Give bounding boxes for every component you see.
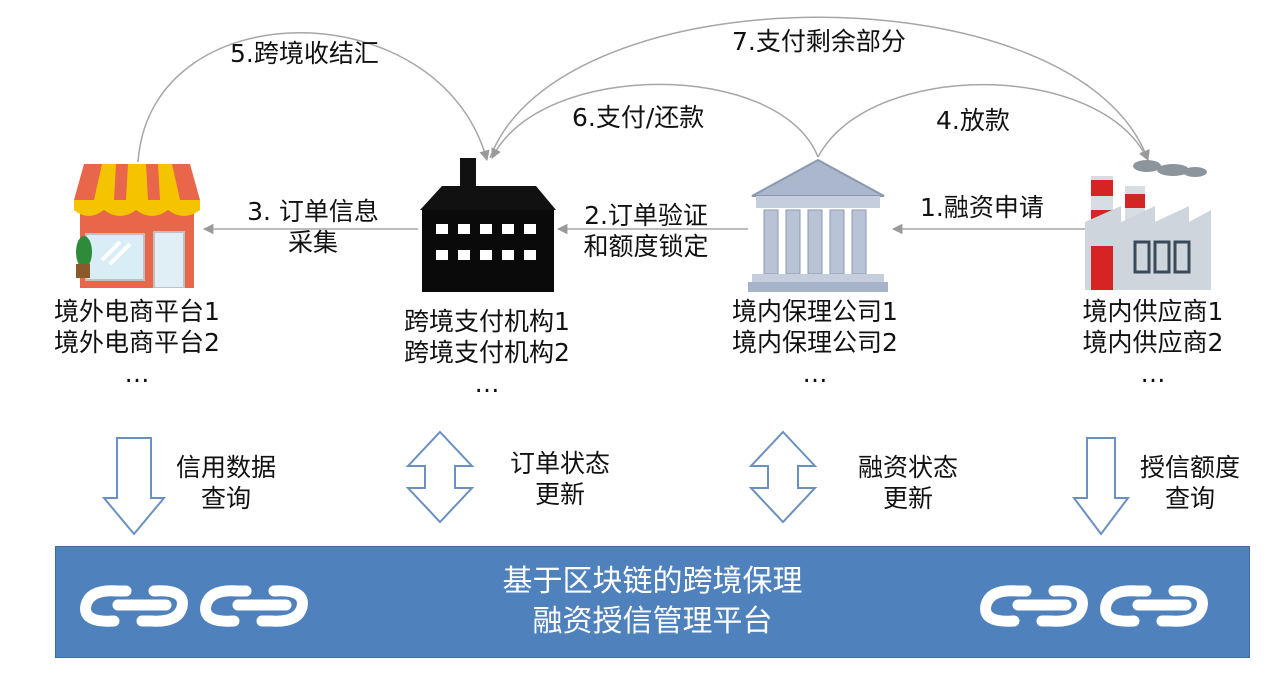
flow-label-step5: 5.跨境收结汇 [230, 39, 379, 68]
bank-icon [748, 158, 888, 292]
flow-arc-step6 [491, 83, 819, 159]
chain-link-icon [980, 585, 1208, 627]
down-arrow-icon [1072, 437, 1130, 536]
flow-label-step3: 3. 订单信息 采集 [232, 196, 394, 258]
flow-label-step7: 7.支付剩余部分 [732, 27, 906, 56]
flow-label-step4: 4.放款 [936, 106, 1010, 135]
entity-supplier-more: … [1140, 359, 1166, 388]
entity-payment-more: … [474, 369, 500, 398]
entity-factoring: 境内保理公司1 境内保理公司2 … [708, 296, 922, 389]
platform-link-supplier-line2: 查询 [1164, 484, 1215, 513]
entity-ecommerce: 境外电商平台1 境外电商平台2 … [30, 296, 244, 389]
platform-link-payment-line2: 更新 [534, 480, 585, 509]
platform-title-line2: 融资授信管理平台 [532, 604, 773, 639]
entity-supplier-line2: 境内供应商2 [1082, 328, 1224, 357]
entity-ecommerce-line2: 境外电商平台2 [54, 328, 220, 357]
entity-factoring-more: … [802, 359, 828, 388]
store-icon [74, 164, 200, 288]
platform-link-factoring: 融资状态 更新 [848, 452, 968, 514]
platform-link-supplier: 授信额度 查询 [1130, 452, 1250, 514]
flow-label-step2-line2: 和额度锁定 [583, 232, 709, 261]
flow-arc-step4 [817, 83, 1149, 161]
entity-supplier: 境内供应商1 境内供应商2 … [1058, 296, 1248, 389]
flow-label-step6: 6.支付/还款 [572, 103, 705, 132]
office-building-icon [420, 158, 556, 292]
flow-label-step2: 2.订单验证 和额度锁定 [562, 200, 730, 262]
flow-label-step2-line1: 2.订单验证 [584, 201, 708, 230]
platform-link-payment: 订单状态 更新 [500, 448, 620, 510]
flow-label-step3-line2: 采集 [287, 228, 338, 257]
up-down-arrow-icon [405, 430, 475, 524]
platform-link-payment-line1: 订单状态 [509, 449, 610, 478]
down-arrow-icon [101, 437, 167, 536]
platform-title-line1: 基于区块链的跨境保理 [502, 564, 803, 599]
up-down-arrow-icon [748, 430, 818, 524]
platform-link-supplier-line1: 授信额度 [1139, 453, 1240, 482]
entity-ecommerce-more: … [124, 359, 150, 388]
factory-icon [1085, 160, 1211, 290]
entity-payment: 跨境支付机构1 跨境支付机构2 … [380, 306, 594, 399]
flow-label-step3-line1: 3. 订单信息 [247, 197, 379, 226]
entity-factoring-line2: 境内保理公司2 [732, 328, 898, 357]
flow-arc-step7 [489, 16, 1150, 161]
entity-factoring-line1: 境内保理公司1 [732, 297, 898, 326]
platform-link-ecommerce-line1: 信用数据 [175, 453, 276, 482]
entity-supplier-line1: 境内供应商1 [1082, 297, 1224, 326]
platform-link-factoring-line2: 更新 [882, 484, 933, 513]
entity-payment-line2: 跨境支付机构2 [404, 338, 570, 367]
chain-link-icon [80, 585, 308, 627]
flow-label-step1: 1.融资申请 [920, 193, 1044, 222]
entity-payment-line1: 跨境支付机构1 [404, 307, 570, 336]
platform-link-ecommerce-line2: 查询 [200, 484, 251, 513]
platform-link-factoring-line1: 融资状态 [857, 453, 958, 482]
blockchain-platform: 基于区块链的跨境保理 融资授信管理平台 [55, 546, 1250, 658]
entity-ecommerce-line1: 境外电商平台1 [54, 297, 220, 326]
flow-arc-step5 [137, 32, 490, 163]
platform-link-ecommerce: 信用数据 查询 [166, 452, 286, 514]
